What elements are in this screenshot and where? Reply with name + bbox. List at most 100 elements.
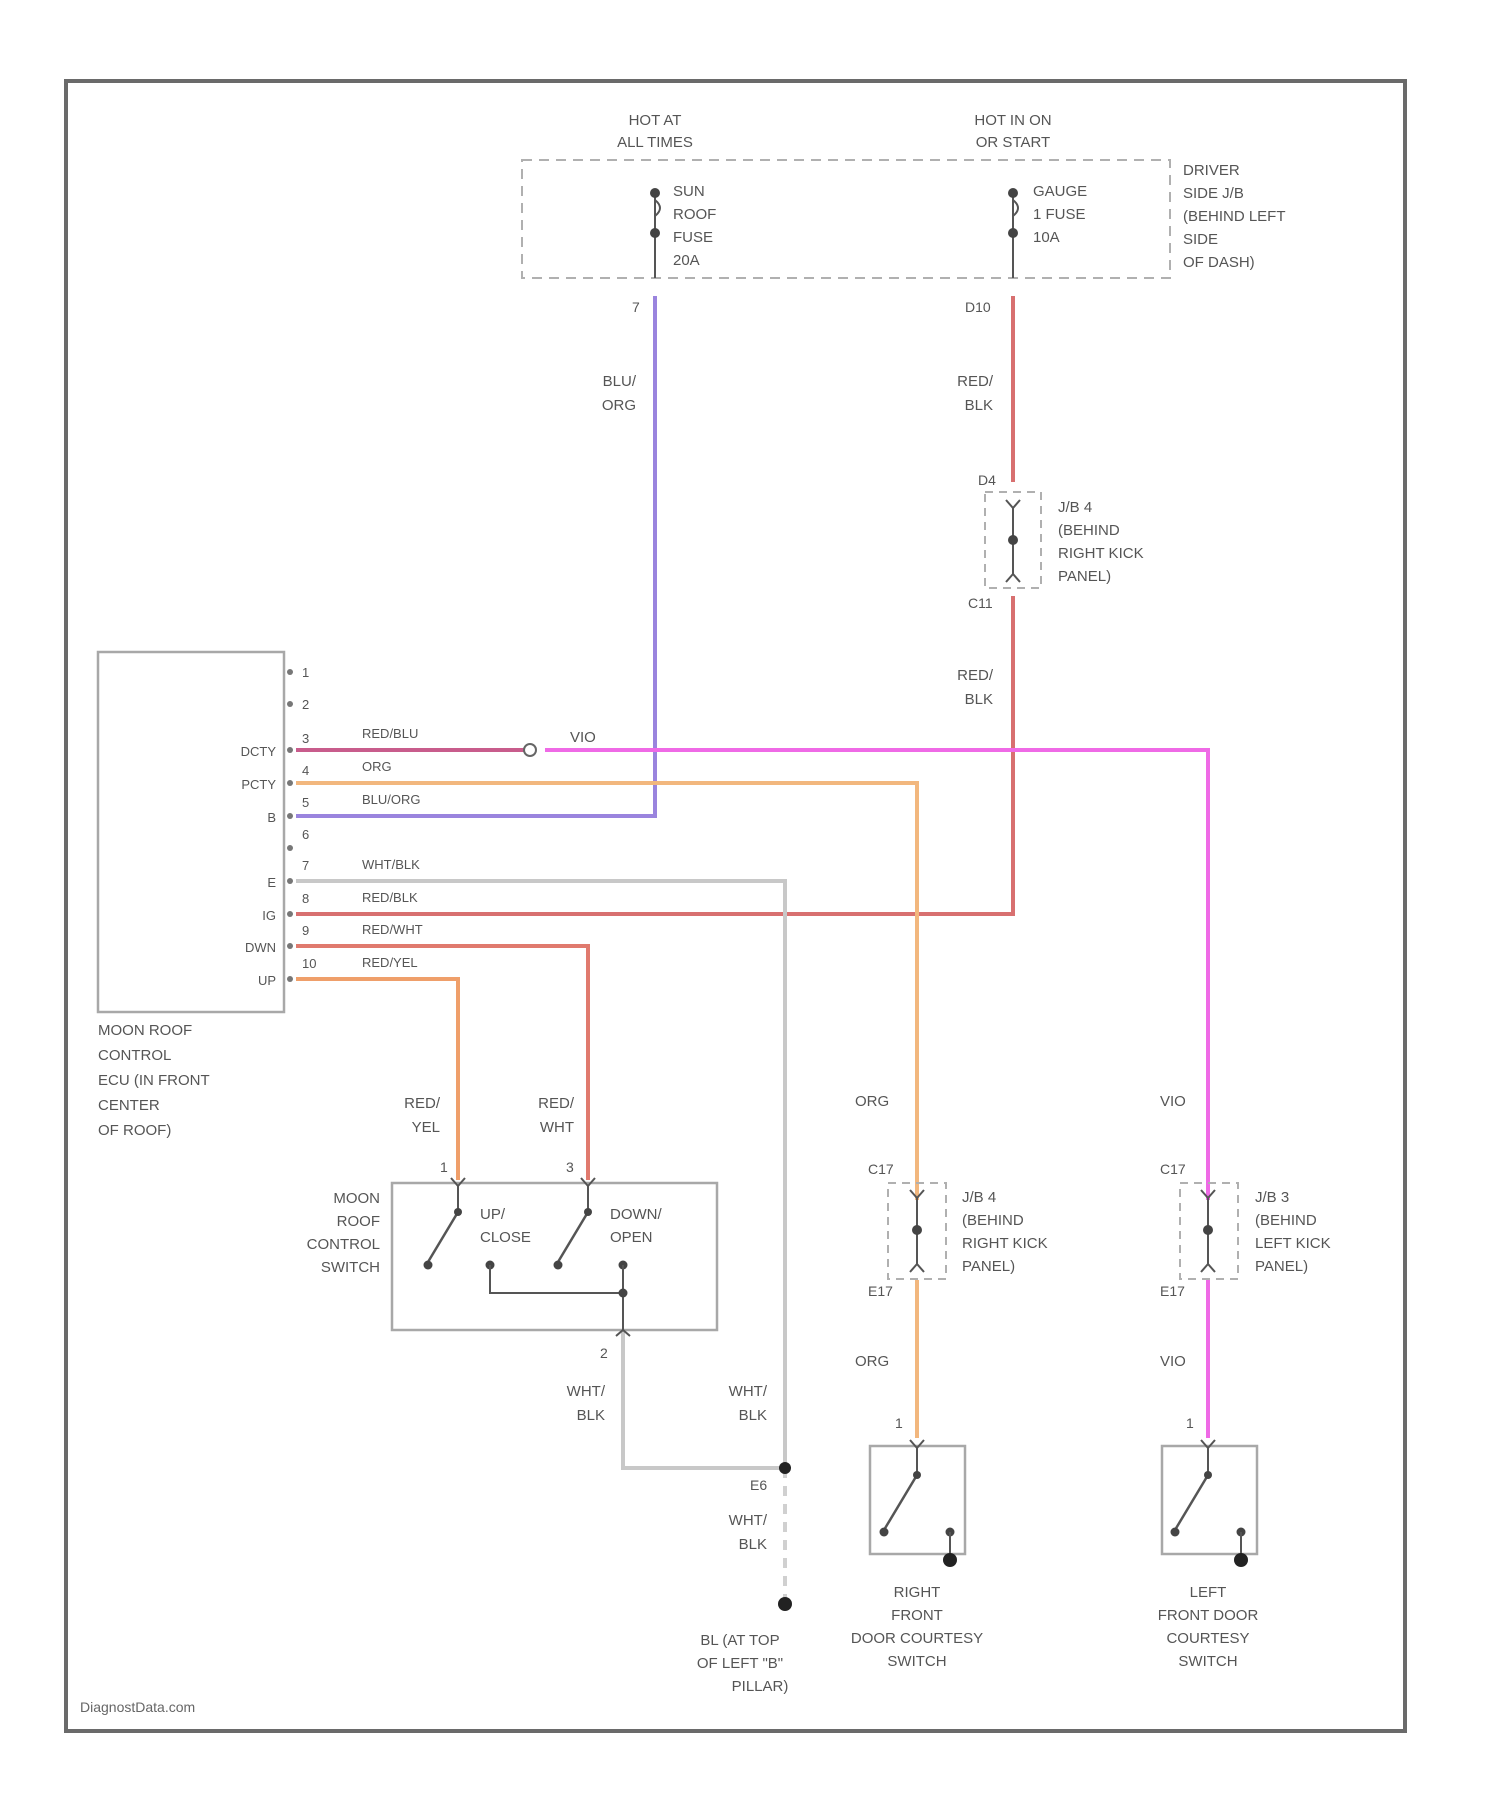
lf-switch-label-2: FRONT DOOR	[1158, 1607, 1259, 1624]
sun-roof-fuse-2: ROOF	[673, 206, 716, 223]
svg-text:DOWN/OPEN: DOWN/OPEN	[610, 1206, 662, 1246]
svg-text:RED/YEL: RED/YEL	[404, 1095, 441, 1136]
lf-switch-label-3: COURTESY	[1166, 1630, 1249, 1647]
switch-up-2: CLOSE	[480, 1229, 531, 1246]
label-blu-org-2: ORG	[602, 397, 636, 414]
jb3-label-4: PANEL)	[1255, 1258, 1308, 1275]
ecu-pin-number: 8	[302, 891, 309, 906]
driver-jb-label-5: OF DASH)	[1183, 254, 1255, 271]
wire-vio	[296, 750, 1208, 1438]
sun-roof-fuse-3: FUSE	[673, 229, 713, 246]
pin-7: 7	[632, 299, 640, 315]
switch-pin-1: 1	[440, 1159, 448, 1175]
ecu-pin-number: 2	[302, 697, 309, 712]
label-wht-blk-a-1: WHT/	[567, 1383, 606, 1400]
down-open-switch-icon	[558, 1212, 588, 1262]
ecu-pin-name: PCTY	[241, 777, 276, 792]
ecu-label-4: CENTER	[98, 1097, 160, 1114]
switch-up-1: UP/	[480, 1206, 506, 1223]
hot-at-all-times-1: HOT AT	[629, 112, 682, 129]
ecu-label-1: MOON ROOF	[98, 1022, 192, 1039]
ecu-wire-label: BLU/ORG	[362, 792, 421, 807]
svg-text:GAUGE1 FUSE10A: GAUGE1 FUSE10A	[1033, 183, 1087, 246]
driver-jb-label-2: SIDE J/B	[1183, 185, 1244, 202]
jb4-bottom-label-3: RIGHT KICK	[962, 1235, 1048, 1252]
hot-in-on-1: HOT IN ON	[974, 112, 1051, 129]
hot-in-on-2: OR START	[976, 134, 1050, 151]
label-wht-blk-b-2: BLK	[739, 1407, 767, 1424]
jb4-bottom-label-2: (BEHIND	[962, 1212, 1024, 1229]
ecu-pin-terminal	[287, 701, 293, 707]
ecu-pin-number: 3	[302, 731, 309, 746]
jb4-bottom-label-1: J/B 4	[962, 1189, 996, 1206]
pin-d10: D10	[965, 299, 991, 315]
lf-door-switch-icon	[1175, 1475, 1208, 1530]
jb3-pin-c17: C17	[1160, 1161, 1186, 1177]
ecu-wire-label: RED/BLU	[362, 726, 418, 741]
label-vio-r2: VIO	[1160, 1353, 1186, 1370]
svg-text:MOONROOFCONTROLSWITCH: MOONROOFCONTROLSWITCH	[307, 1190, 380, 1276]
switch-label-2: ROOF	[337, 1213, 380, 1230]
label-blu-org-1: BLU/	[603, 373, 637, 390]
label-red-blk-b-2: BLK	[965, 691, 993, 708]
rf-switch-label-4: SWITCH	[887, 1653, 946, 1670]
driver-jb-label-3: (BEHIND LEFT	[1183, 208, 1286, 225]
moon-roof-ecu-box	[98, 652, 284, 1012]
moon-roof-switch-box	[392, 1183, 717, 1330]
svg-text:RED/BLK: RED/BLK	[957, 667, 994, 708]
ecu-pin-number: 10	[302, 956, 316, 971]
gauge-fuse-3: 10A	[1033, 229, 1060, 246]
lf-switch-pin: 1	[1186, 1415, 1194, 1431]
jb4-top-label-1: J/B 4	[1058, 499, 1092, 516]
ecu-pin-name: DCTY	[241, 744, 277, 759]
ecu-wire-label: WHT/BLK	[362, 857, 420, 872]
label-red-blk-b-1: RED/	[957, 667, 994, 684]
jb4-top-label-3: RIGHT KICK	[1058, 545, 1144, 562]
ecu-pin-terminal	[287, 878, 293, 884]
gauge-fuse-2: 1 FUSE	[1033, 206, 1086, 223]
ecu-pin-terminal	[287, 780, 293, 786]
ecu-wire-label: RED/BLK	[362, 890, 418, 905]
ecu-pin-number: 1	[302, 665, 309, 680]
ecu-pin-terminal	[287, 669, 293, 675]
label-red-wht-2: WHT	[540, 1119, 574, 1136]
jb3-label-1: J/B 3	[1255, 1189, 1289, 1206]
ecu-pin-number: 9	[302, 923, 309, 938]
svg-text:HOT ATALL TIMES: HOT AT ALL TIMES	[617, 112, 693, 151]
hot-at-all-times-2: ALL TIMES	[617, 134, 693, 151]
jb3-label-2: (BEHIND	[1255, 1212, 1317, 1229]
ecu-pin-number: 6	[302, 827, 309, 842]
footer-watermark: DiagnostData.com	[80, 1699, 195, 1715]
ecu-pin-name: IG	[262, 908, 276, 923]
ecu-pin-terminal	[287, 845, 293, 851]
jb4-bottom-label-4: PANEL)	[962, 1258, 1015, 1275]
up-close-switch-icon	[428, 1212, 458, 1262]
switch-label-4: SWITCH	[321, 1259, 380, 1276]
switch-pin-2: 2	[600, 1345, 608, 1361]
ecu-pin-terminal	[287, 943, 293, 949]
ecu-pin-terminal	[287, 911, 293, 917]
rf-switch-label-1: RIGHT	[894, 1584, 941, 1601]
svg-text:BLU/ORG: BLU/ORG	[602, 373, 637, 414]
ground-label-1: BL (AT TOP	[700, 1632, 779, 1649]
svg-text:RED/WHT: RED/WHT	[538, 1095, 575, 1136]
label-red-blk-a-2: BLK	[965, 397, 993, 414]
switch-pin-3: 3	[566, 1159, 574, 1175]
jb4-bottom-pin-c17: C17	[868, 1161, 894, 1177]
lf-door-switch-box	[1162, 1446, 1257, 1554]
ground-label-2: OF LEFT "B"	[697, 1655, 783, 1672]
jb3-pin-e17: E17	[1160, 1283, 1185, 1299]
jb3-label-3: LEFT KICK	[1255, 1235, 1331, 1252]
ecu-pin-terminal	[287, 976, 293, 982]
switch-label-3: CONTROL	[307, 1236, 380, 1253]
